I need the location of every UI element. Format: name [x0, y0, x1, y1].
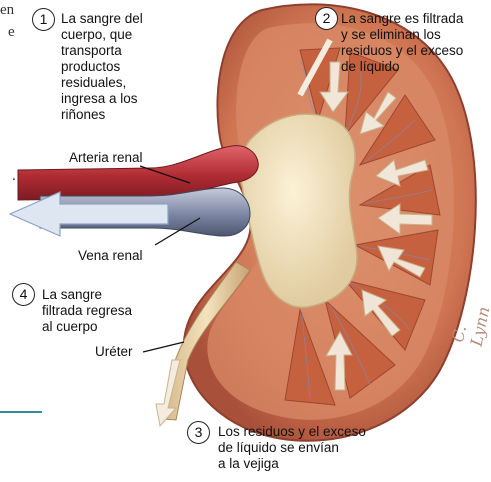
artery-label: Arteria renal	[69, 150, 143, 166]
step4-label: La sangre filtrada regresa al cuerpo	[42, 287, 132, 335]
step-number-2: 2	[315, 7, 338, 30]
ureter-label: Uréter	[95, 344, 133, 360]
step3-label: Los residuos y el exceso de líquido se e…	[218, 424, 366, 472]
step2-label: La sangre es filtrada y se eliminan los …	[341, 11, 463, 75]
step-number-1: 1	[32, 8, 55, 31]
cropped-text-3: .	[12, 168, 16, 185]
cropped-text-2: e	[8, 24, 15, 41]
accent-rule	[0, 411, 42, 413]
cropped-text-1: en	[0, 2, 14, 19]
step1-label: La sangre del cuerpo, que transporta pro…	[61, 11, 143, 123]
step-number-3: 3	[187, 421, 210, 444]
vein-label: Vena renal	[78, 248, 143, 264]
artist-signature: C. Lynn	[448, 298, 491, 348]
step-number-4: 4	[12, 283, 35, 306]
